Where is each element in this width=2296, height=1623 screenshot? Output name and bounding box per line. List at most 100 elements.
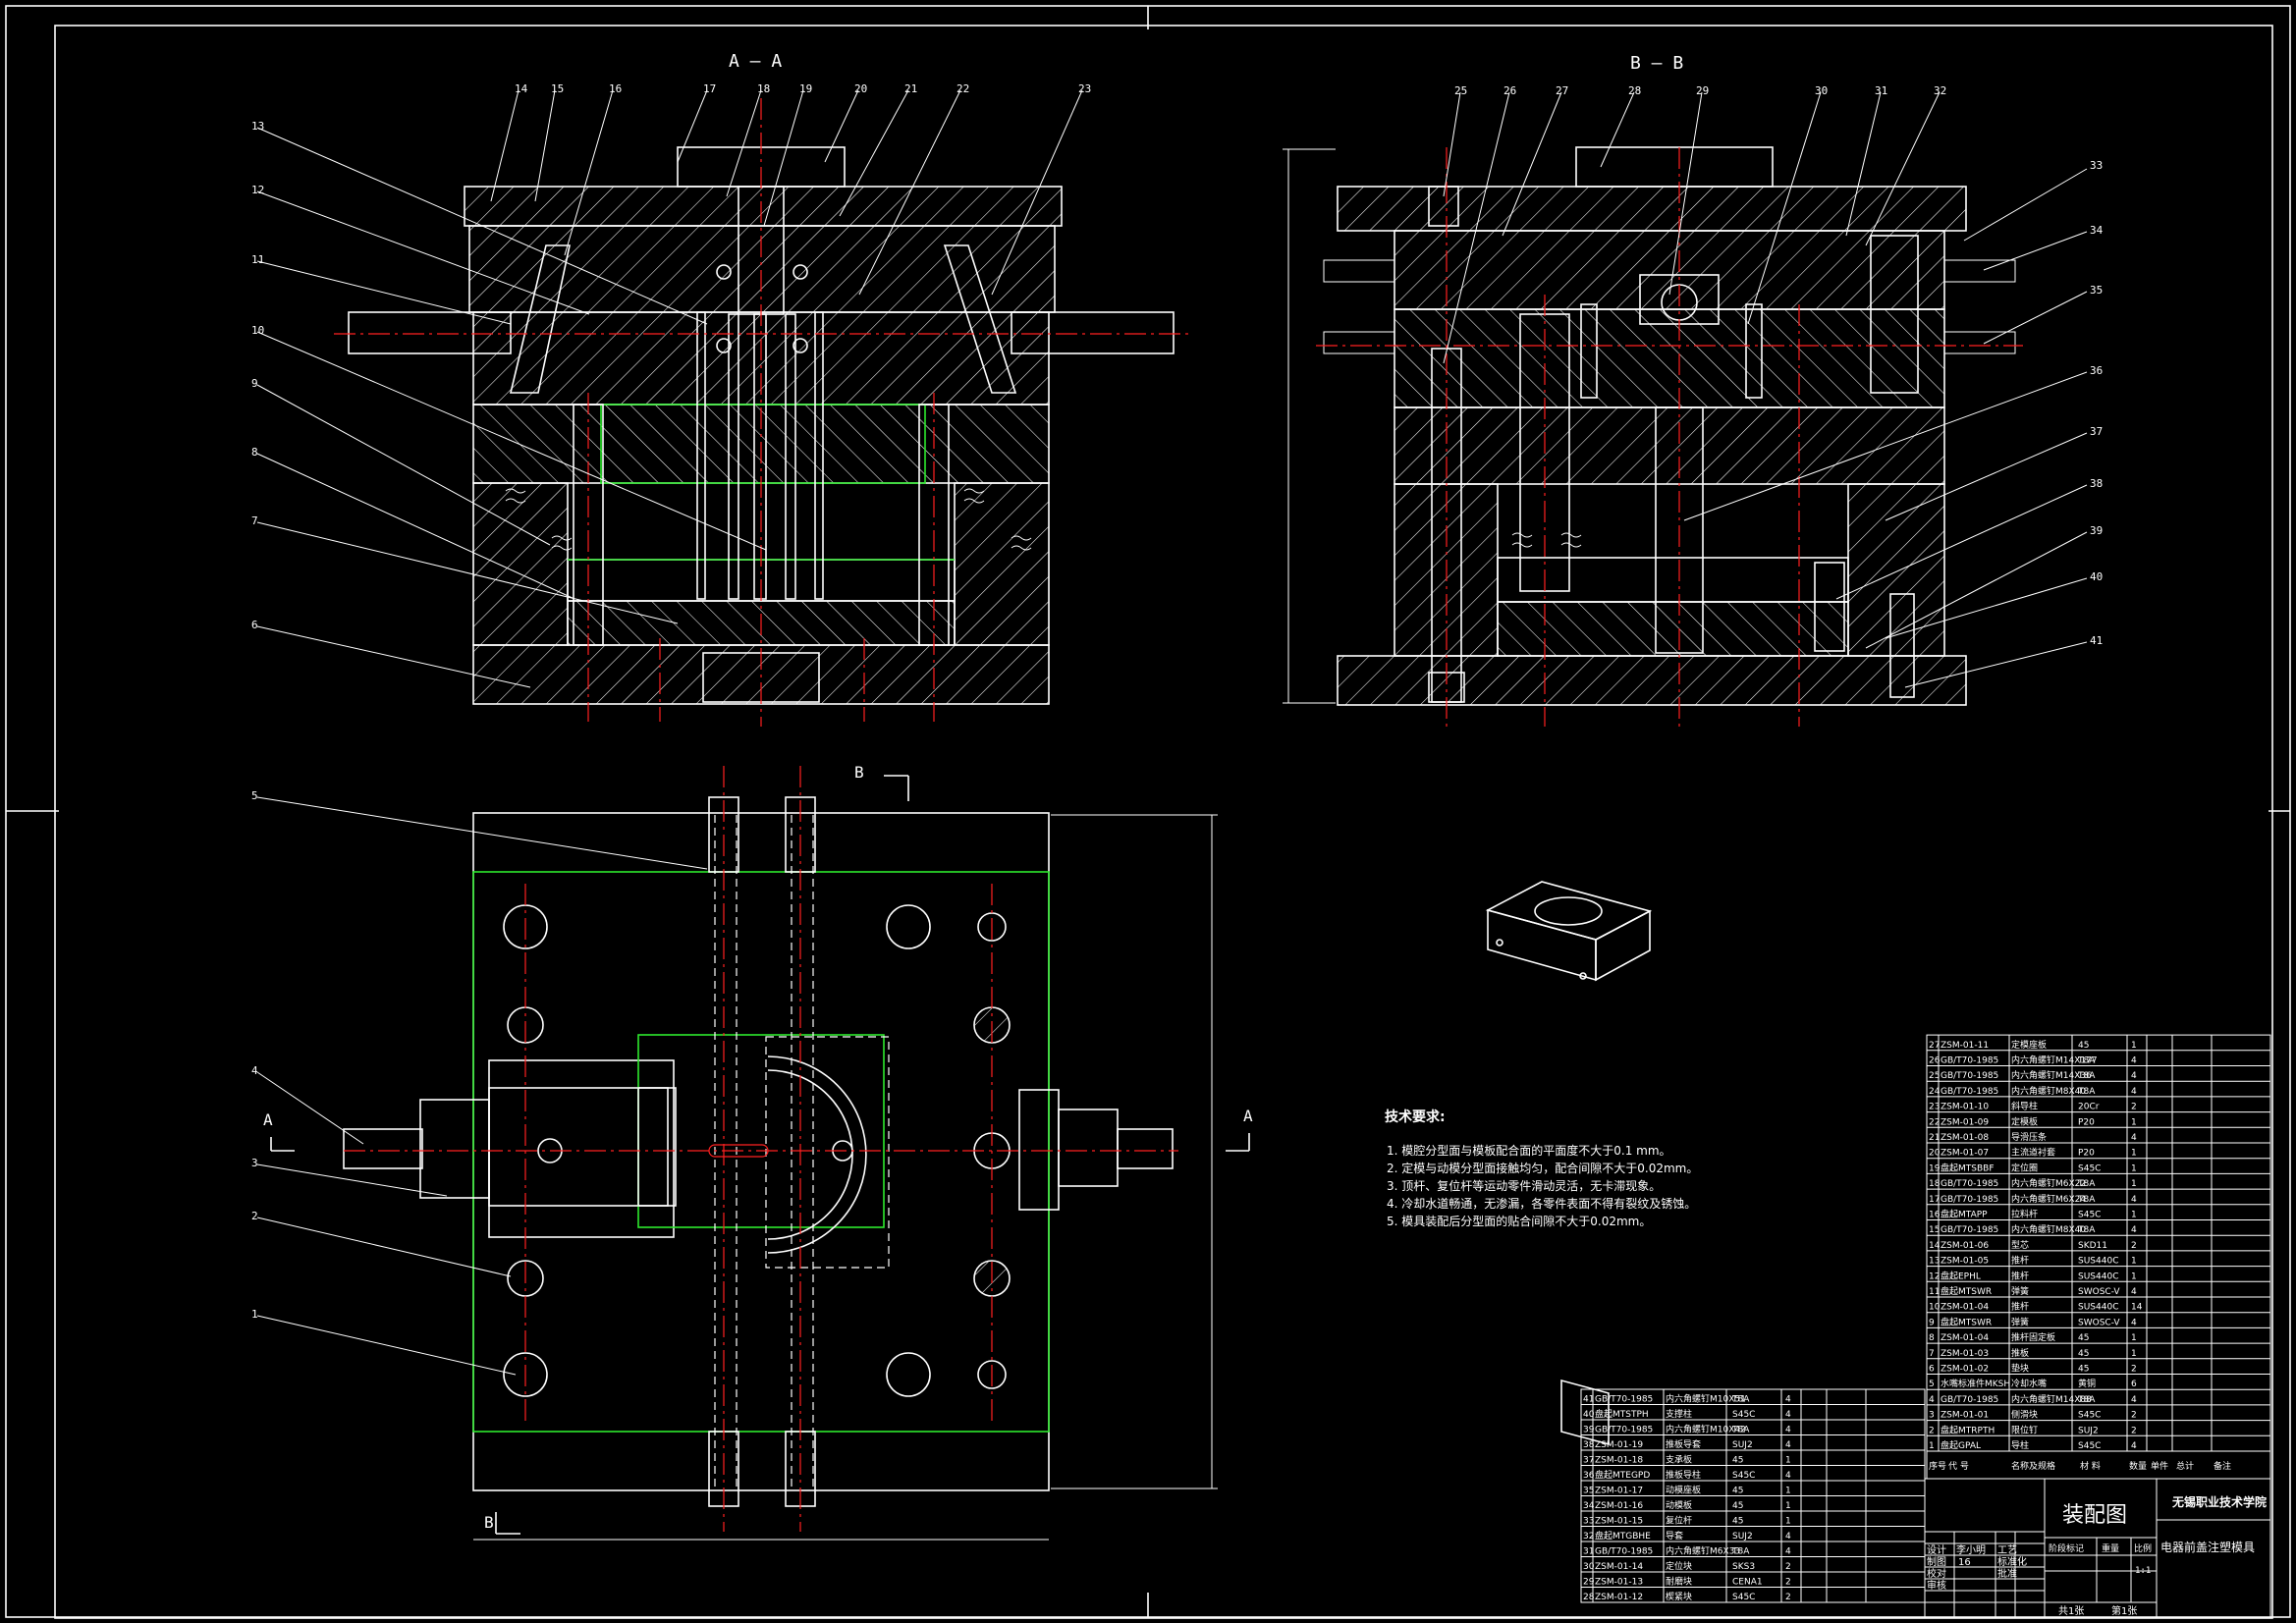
tb-page: 第1张 — [2111, 1604, 2137, 1617]
bom-right-row-5-col-1: 水嘴标准件MKSH — [1941, 1378, 2010, 1389]
bom-right-row-5-col-3: 黄铜 — [2078, 1378, 2096, 1389]
bom-right-row-27-col-1: ZSM-01-11 — [1941, 1041, 1989, 1051]
bom-right-row-21-col-2: 导滑压条 — [2011, 1131, 2047, 1143]
callout-15: 15 — [551, 82, 564, 95]
bom-right-row-11-col-1: 盘起MTSWR — [1941, 1285, 1992, 1297]
tb-stage: 阶段标记 — [2049, 1542, 2084, 1554]
bom-left-row-39-col-2: 内六角螺钉M10X42 — [1666, 1424, 1746, 1435]
callout-21: 21 — [904, 82, 917, 95]
bom-left-row-29-col-4: 2 — [1785, 1578, 1791, 1588]
bom-right-row-26-col-3: T8A — [2077, 1056, 2096, 1066]
bom-right-row-1-col-3: S45C — [2078, 1441, 2101, 1451]
callout-2: 2 — [251, 1210, 258, 1222]
bom-left-row-34-col-3: 45 — [1732, 1501, 1743, 1511]
bom-right-row-18-col-0: 18 — [1929, 1179, 1941, 1189]
callout-19: 19 — [799, 82, 812, 95]
bom-right-row-24-col-1: GB/T70-1985 — [1941, 1087, 1998, 1097]
bom-right-row-3-col-4: 2 — [2131, 1411, 2137, 1421]
bom-left-row-29-col-3: CENA1 — [1732, 1578, 1763, 1588]
tech-line-1: 1. 模腔分型面与模板配合面的平面度不大于0.1 mm。 — [1387, 1143, 1671, 1158]
bom-left-row-39-col-1: GB/T70-1985 — [1595, 1426, 1653, 1435]
product-name: 电器前盖注塑模具 — [2160, 1540, 2255, 1554]
bom-left-row-30-col-3: SKS3 — [1732, 1562, 1755, 1572]
bom-right-row-25-col-3: T8A — [2077, 1071, 2096, 1081]
callout-40: 40 — [2090, 570, 2103, 583]
bom-left-row-32-col-1: 盘起MTGBHE — [1595, 1530, 1651, 1542]
bom-right-row-17-col-4: 4 — [2131, 1195, 2137, 1205]
bom-right-row-24-col-4: 4 — [2131, 1087, 2137, 1097]
callout-20: 20 — [854, 82, 867, 95]
bom-right-row-9-col-3: SWOSC-V — [2078, 1318, 2120, 1327]
bom-left-row-32-col-3: SUJ2 — [1732, 1532, 1753, 1542]
bom-right-row-7-col-1: ZSM-01-03 — [1941, 1349, 1989, 1359]
bom-right-row-18-col-1: GB/T70-1985 — [1941, 1179, 1998, 1189]
bom-right-row-14-col-0: 14 — [1929, 1241, 1941, 1251]
bom-right-row-8-col-3: 45 — [2078, 1333, 2089, 1343]
callout-3: 3 — [251, 1157, 258, 1169]
bom-right-row-10-col-1: ZSM-01-04 — [1941, 1303, 1989, 1313]
tb-scale: 1:1 — [2135, 1566, 2151, 1576]
callout-35: 35 — [2090, 284, 2103, 297]
bom-right-row-19-col-0: 19 — [1929, 1163, 1941, 1173]
bom-left-row-29-col-1: ZSM-01-13 — [1595, 1578, 1643, 1588]
bom-left-row-37-col-1: ZSM-01-18 — [1595, 1456, 1643, 1466]
callout-13: 13 — [251, 120, 264, 133]
bom-right-row-2-col-0: 2 — [1929, 1426, 1935, 1435]
bom-left-row-36-col-3: S45C — [1732, 1471, 1755, 1481]
callout-5: 5 — [251, 789, 258, 802]
bom-right-row-25-col-2: 内六角螺钉M14X36 — [2011, 1069, 2092, 1081]
bom-right-row-15-col-2: 内六角螺钉M8X40 — [2011, 1223, 2086, 1235]
bom-right-row-11-col-2: 弹簧 — [2011, 1285, 2029, 1297]
aa-callouts: 14 15 16 17 18 19 20 21 22 23 — [490, 82, 1091, 296]
bom-right-row-14-col-2: 型芯 — [2011, 1239, 2029, 1251]
bom-left-row-39-col-3: T8A — [1731, 1426, 1750, 1435]
bom-right-row-13-col-4: 1 — [2131, 1257, 2137, 1267]
bom-left-row-31-col-0: 31 — [1583, 1547, 1594, 1557]
section-marker-a-left: A — [263, 1110, 273, 1129]
bom-left-row-28-col-0: 28 — [1583, 1593, 1595, 1602]
bom-header-2: 名称及规格 — [2011, 1460, 2055, 1472]
bom-right-row-16-col-0: 16 — [1929, 1211, 1941, 1220]
section-marker-a-right: A — [1243, 1107, 1253, 1125]
bom-left-row-33-col-0: 33 — [1583, 1517, 1594, 1527]
bom-right-row-1-col-4: 4 — [2131, 1441, 2137, 1451]
school-name: 无锡职业技术学院 — [2171, 1494, 2267, 1509]
bom-right-row-7-col-2: 推板 — [2011, 1347, 2029, 1359]
bom-right-row-9-col-2: 弹簧 — [2011, 1316, 2029, 1327]
tb-check: 审核 — [1927, 1579, 1946, 1592]
callout-29: 29 — [1696, 84, 1709, 97]
bom-right-row-23-col-2: 斜导柱 — [2011, 1101, 2038, 1112]
bom-left-row-40-col-0: 40 — [1583, 1410, 1595, 1420]
bom-right-row-19-col-1: 盘起MTSBBF — [1941, 1162, 1995, 1173]
bom-header-0: 序号 — [1929, 1460, 1946, 1472]
bom-right-row-3-col-3: S45C — [2078, 1411, 2101, 1421]
bom-right-row-19-col-3: S45C — [2078, 1163, 2101, 1173]
tb-drafter: 制图 — [1927, 1555, 1946, 1568]
bom-right-row-11-col-0: 11 — [1929, 1287, 1940, 1297]
section-bb-view: B — B — [1283, 53, 2023, 727]
bom-left-row-28-col-3: S45C — [1732, 1593, 1755, 1602]
bom-right-row-10-col-0: 10 — [1929, 1303, 1941, 1313]
bom-left-row-39-col-0: 39 — [1583, 1426, 1595, 1435]
tb-design: 设计 — [1927, 1543, 1946, 1556]
bom-header-6: 总计 — [2176, 1460, 2194, 1472]
callout-26: 26 — [1503, 84, 1516, 97]
bom-header-3: 材 料 — [2080, 1460, 2101, 1472]
bom-right-row-7-col-4: 1 — [2131, 1349, 2137, 1359]
bom-right-row-22-col-0: 22 — [1929, 1117, 1940, 1127]
bom-right-row-6-col-4: 2 — [2131, 1365, 2137, 1375]
bom-right-row-6-col-1: ZSM-01-02 — [1941, 1365, 1989, 1375]
bom-left-row-30-col-4: 2 — [1785, 1562, 1791, 1572]
bom-right-row-21-col-0: 21 — [1929, 1133, 1940, 1143]
bom-right-row-25-col-1: GB/T70-1985 — [1941, 1071, 1998, 1081]
bom-right-row-10-col-2: 推杆 — [2011, 1301, 2029, 1313]
bom-right-row-20-col-1: ZSM-01-07 — [1941, 1149, 1989, 1159]
bom-left-row-41-col-0: 41 — [1583, 1395, 1594, 1405]
bom-right-row-20-col-0: 20 — [1929, 1149, 1941, 1159]
bom-left-row-28-col-2: 楔紧块 — [1666, 1591, 1692, 1602]
callout-4: 4 — [251, 1064, 258, 1077]
callout-32: 32 — [1934, 84, 1946, 97]
bom-right-row-9-col-4: 4 — [2131, 1318, 2137, 1327]
